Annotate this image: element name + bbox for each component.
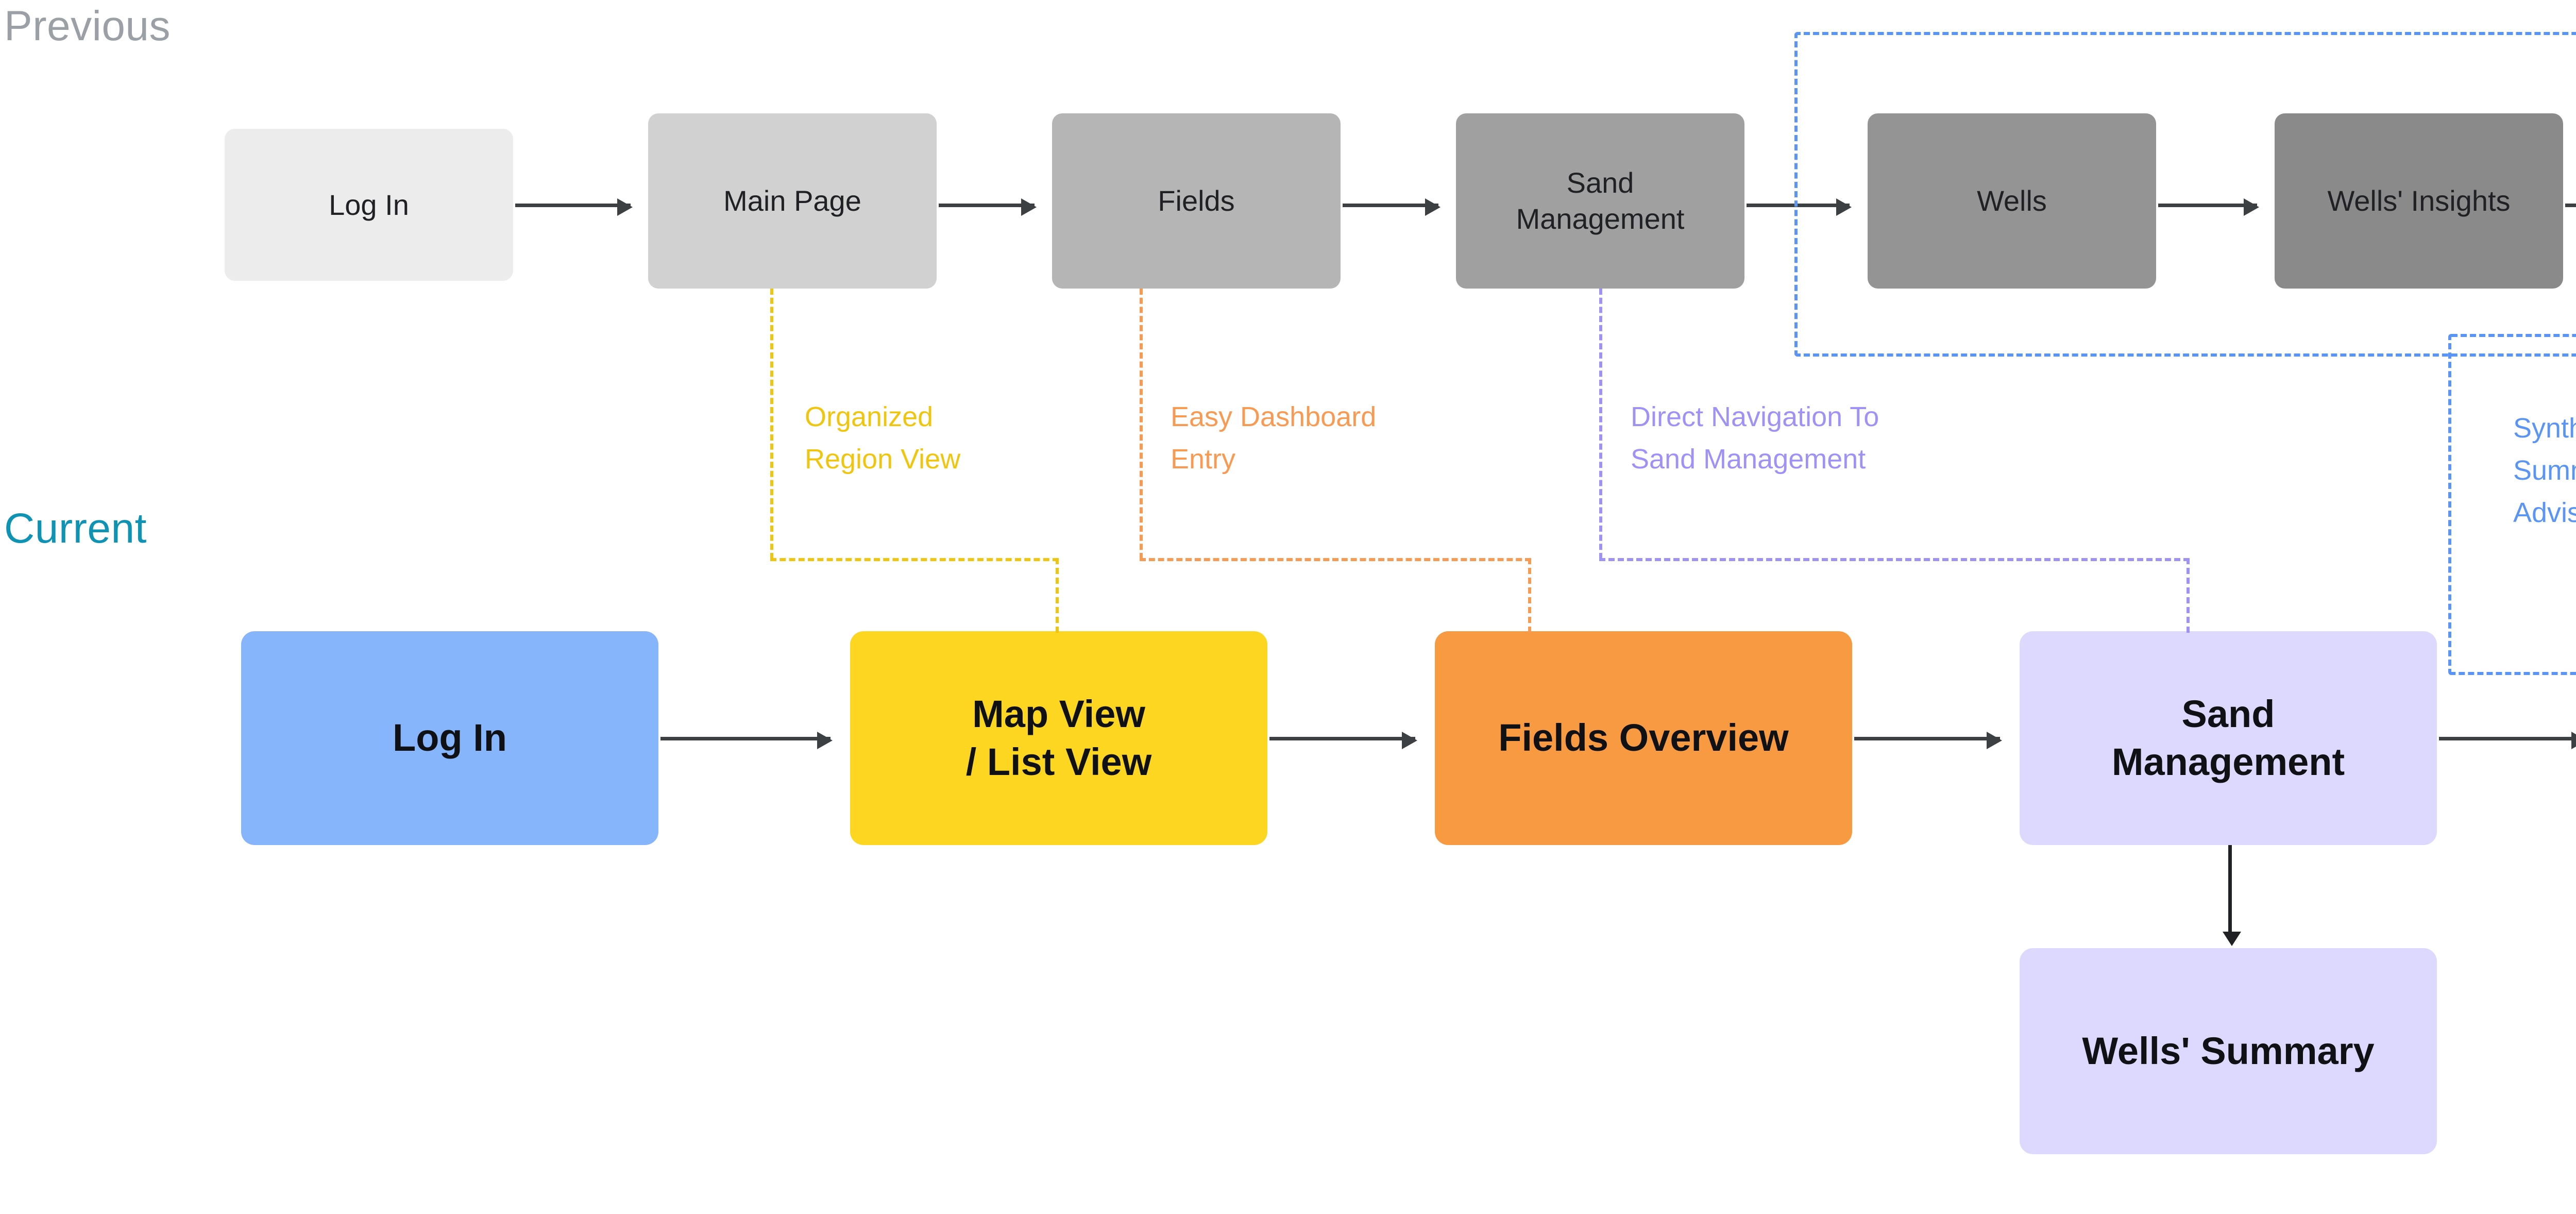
dash-connector-easy-dashboard-entry-vertical-top <box>1140 289 1143 559</box>
cur-node-wells-summary-label: Wells' Summary <box>2082 1029 2375 1072</box>
prev-arrow-fields-to-sand-management <box>1343 198 1440 216</box>
prev-arrow-sand-management-to-wells <box>1747 198 1852 216</box>
cur-node-sand-management[interactable]: Sand Management <box>2020 631 2437 845</box>
group-box-previous-wells <box>1794 32 2576 357</box>
prev-arrow-wells-to-wells-insights <box>2158 198 2259 216</box>
dash-connector-direct-navigation-vertical-bottom <box>2187 558 2190 633</box>
prev-arrow-wells-insights-to-wells-summary <box>2565 204 2576 207</box>
prev-node-wells-insights[interactable]: Wells' Insights <box>2275 113 2563 289</box>
prev-node-log-in-label: Log In <box>329 188 409 221</box>
dash-connector-direct-navigation-horizontal <box>1599 558 2190 561</box>
dash-connector-organized-region-view-vertical-top <box>770 289 773 559</box>
prev-node-wells-label: Wells <box>1977 184 2047 217</box>
cur-node-sand-management-label: Sand Management <box>2111 693 2345 783</box>
dash-connector-organized-region-view-vertical-bottom <box>1056 558 1059 633</box>
prev-node-fields[interactable]: Fields <box>1052 113 1341 289</box>
prev-arrow-main-page-to-fields <box>939 198 1037 216</box>
prev-node-log-in[interactable]: Log In <box>225 129 513 281</box>
prev-node-main-page[interactable]: Main Page <box>648 113 937 289</box>
annotation-organized-region-view: Organized Region View <box>805 401 961 475</box>
dash-connector-organized-region-view-horizontal <box>770 558 1059 561</box>
dash-connector-direct-navigation-vertical-top <box>1599 289 1602 559</box>
prev-node-wells[interactable]: Wells <box>1868 113 2156 289</box>
prev-node-wells-insights-label: Wells' Insights <box>2327 184 2511 217</box>
annotation-direct-navigation: Direct Navigation To Sand Management <box>1631 401 1879 475</box>
annotation-synthesized-functions: Synthesized Functions & Summarized Repor… <box>2513 413 2576 529</box>
dash-connector-easy-dashboard-entry-vertical-bottom <box>1528 558 1531 633</box>
annotation-easy-dashboard-entry: Easy Dashboard Entry <box>1171 401 1377 475</box>
cur-node-fields-overview[interactable]: Fields Overview <box>1435 631 1852 845</box>
prev-arrow-log-in-to-main-page <box>515 198 633 216</box>
cur-arrow-map-list-view-to-fields-overview <box>1269 732 1417 749</box>
prev-node-fields-label: Fields <box>1158 184 1235 217</box>
group-box-synthesized-annotation <box>2448 334 2576 675</box>
cur-node-log-in[interactable]: Log In <box>241 631 658 845</box>
cur-node-map-list-view[interactable]: Map View / List View <box>850 631 1267 845</box>
cur-node-fields-overview-label: Fields Overview <box>1498 716 1789 760</box>
cur-arrow-log-in-to-map-list-view <box>660 732 833 749</box>
section-label-current: Current <box>4 505 147 552</box>
cur-arrow-fields-overview-to-sand-management <box>1854 732 2002 749</box>
section-label-previous: Previous <box>4 3 171 49</box>
cur-arrow-sand-management-to-wells-summary <box>2223 845 2241 946</box>
cur-node-wells-summary[interactable]: Wells' Summary <box>2020 948 2437 1154</box>
prev-node-main-page-label: Main Page <box>723 184 861 217</box>
cur-node-map-list-view-label: Map View / List View <box>965 693 1152 783</box>
dash-connector-easy-dashboard-entry-horizontal <box>1140 558 1531 561</box>
cur-arrow-sand-management-to-report <box>2439 732 2576 749</box>
cur-node-log-in-label: Log In <box>393 716 507 760</box>
prev-node-sand-management-label: Sand Management <box>1516 166 1685 235</box>
prev-node-sand-management[interactable]: Sand Management <box>1456 113 1744 289</box>
